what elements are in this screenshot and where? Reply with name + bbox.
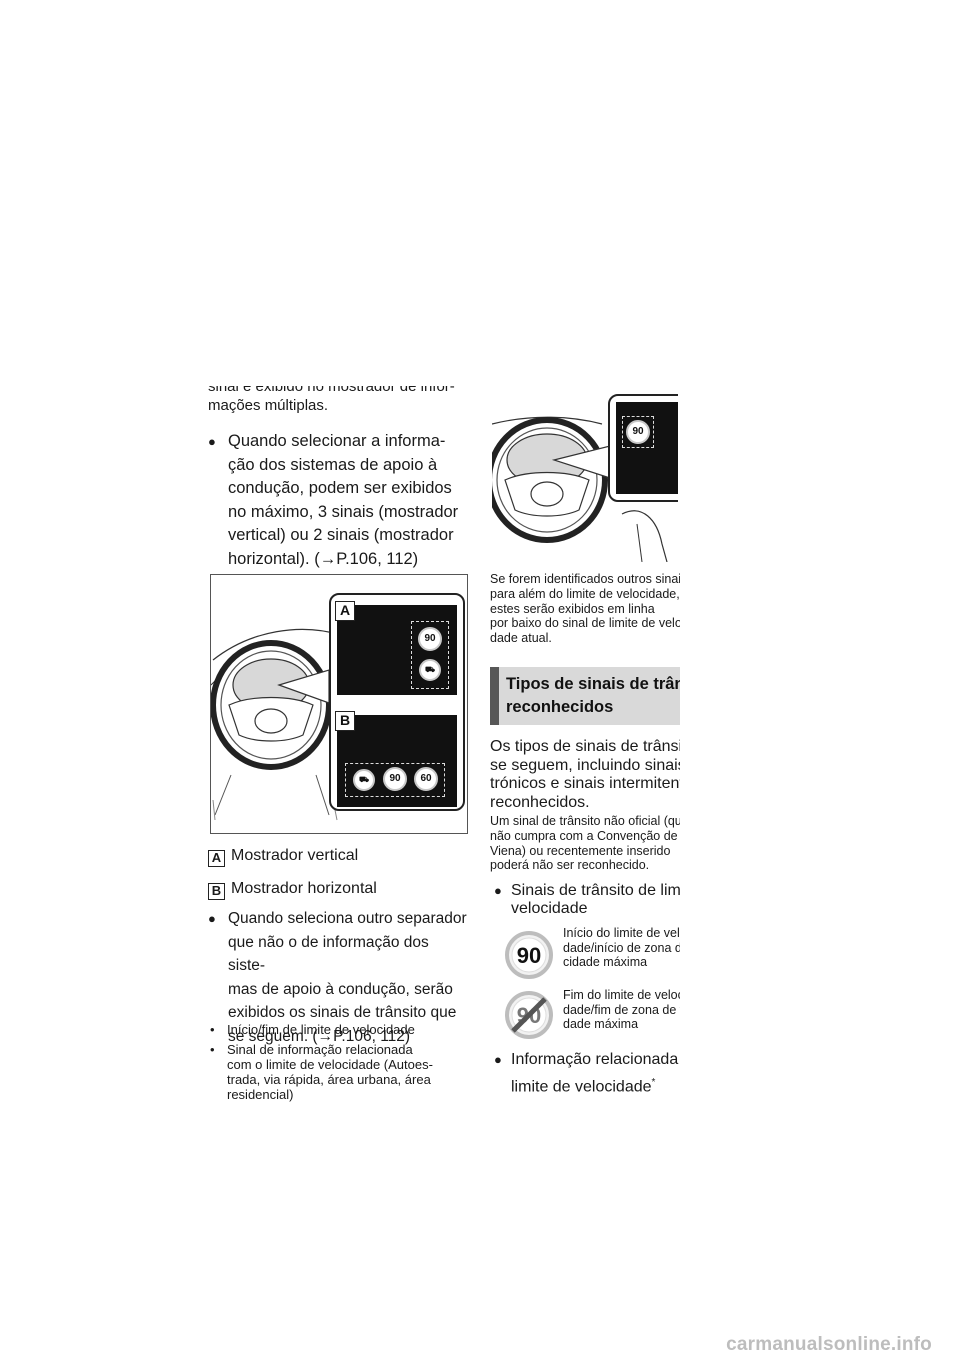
text-line: Quando selecionar a informa- <box>228 432 446 450</box>
bullet-icon: ● <box>494 883 502 898</box>
section-heading: Tipos de sinais de trânsito reconhecidos <box>490 667 680 725</box>
sign-description: Início do limite de veloci- dade/início … <box>563 926 680 970</box>
vertical-display-screen <box>337 605 457 695</box>
sign-highlight <box>622 416 654 448</box>
text-line: cidade máxima <box>563 955 648 969</box>
text-line: Sinais de trânsito de limite de <box>511 882 680 899</box>
sign-row-end-limit: 90 Fim do limite de veloci- dade/fim de … <box>490 988 680 1048</box>
display-screen <box>616 402 678 494</box>
text-line: não cumpra com a Convenção de <box>490 828 678 843</box>
text-line: Sinal de informação relacionada <box>227 1042 413 1057</box>
legend-key: A <box>208 850 225 867</box>
text-line: Início/fim de limite de velocidade <box>227 1022 415 1037</box>
speed-limit-sign-icon: 90 <box>505 931 553 979</box>
list-item: • Início/fim de limite de velocidade <box>208 1022 470 1037</box>
legend-label: Mostrador horizontal <box>231 880 377 897</box>
text-line: dade máxima <box>563 1017 639 1031</box>
text-line: Viena) ou recentemente inserido <box>490 843 671 858</box>
list-item: • Sinal de informação relacionada com o … <box>208 1042 470 1102</box>
legend-horizontal: B Mostrador horizontal <box>208 879 470 900</box>
bullet-dot-icon: • <box>210 1042 215 1057</box>
watermark: carmanualsonline.info <box>726 1334 932 1355</box>
text-line: Fim do limite de veloci- <box>563 988 680 1002</box>
text-line: Um sinal de trânsito não oficial (que <box>490 814 680 828</box>
text-line: ção dos sistemas de apoio à <box>228 455 438 474</box>
speed-sign-90: 90 <box>418 627 442 651</box>
text-line: Se forem identificados outros sinais <box>490 572 680 586</box>
note-paragraph: Um sinal de trânsito não oficial (que nã… <box>490 814 680 873</box>
text-line: Quando seleciona outro separador <box>228 910 467 927</box>
cut-line-2: mações múltiplas. <box>208 397 329 414</box>
text-line: vertical) ou 2 sinais (mostrador <box>228 526 454 544</box>
text-line: se seguem. (→P.106, 112) <box>228 1027 411 1045</box>
sign-number: 90 <box>517 943 541 968</box>
text-line: para além do limite de velocidade, <box>490 586 680 601</box>
bullet-icon: ● <box>494 1052 502 1067</box>
legend-label: Mostrador vertical <box>231 847 359 864</box>
label-a: A <box>335 601 355 621</box>
steering-wheel-illustration <box>492 416 668 562</box>
section-title: Tipos de sinais de trânsito <box>506 675 680 693</box>
speed-sign-60: 60 <box>414 767 438 791</box>
figure-sign-display: 90 <box>492 394 678 562</box>
text-line: trónicos e sinais intermitentes, são <box>490 775 680 792</box>
end-speed-limit-sign-icon: 90 <box>505 991 553 1039</box>
legend-key: B <box>208 883 225 900</box>
figure-caption: Se forem identificados outros sinais par… <box>490 572 680 646</box>
figure-display-modes: 90 ⛟ ⛟ 90 60 A B <box>210 574 468 834</box>
sign-row-start-limit: 90 Início do limite de veloci- dade/iníc… <box>490 926 680 986</box>
text-line: horizontal). (→P.106, 112) <box>228 549 419 568</box>
legend-vertical: A Mostrador vertical <box>208 846 470 867</box>
text-line: limite de velocidade* <box>511 1071 680 1098</box>
footnote-marker: * <box>651 1077 656 1088</box>
horizontal-display-screen <box>337 715 457 807</box>
cut-line-1: sinal é exibido no mostrador de infor- <box>208 386 455 395</box>
text-line: Informação relacionada com o <box>511 1051 680 1068</box>
speed-sign-90: 90 <box>383 767 407 791</box>
text-line: dade/fim de zona de veloci- <box>563 1002 680 1017</box>
bullet-related-info: ● Informação relacionada com o limite de… <box>490 1048 680 1098</box>
text-line: dade/início de zona de velo- <box>563 940 680 955</box>
text-line: Início do limite de veloci- <box>563 926 680 940</box>
sign-highlight <box>345 763 445 797</box>
text-line: no máximo, 3 sinais (mostrador <box>228 502 459 521</box>
text-line: dade atual. <box>490 631 552 646</box>
text-line: limite de velocidade <box>511 1078 652 1096</box>
bullet-driving-support: ● Quando selecionar a informa- ção dos s… <box>208 430 470 571</box>
text-line: poderá não ser reconhecido. <box>490 858 650 873</box>
sign-highlight <box>411 621 449 689</box>
no-overtaking-icon: ⛟ <box>419 659 441 681</box>
bullet-other-tab: ● Quando seleciona outro separador que n… <box>208 907 470 1048</box>
text-line: trada, via rápida, área urbana, área <box>227 1072 431 1087</box>
continued-paragraph: sinal é exibido no mostrador de infor- m… <box>208 386 470 415</box>
text-line: condução, podem ser exibidos <box>228 479 452 497</box>
label-b: B <box>335 711 355 731</box>
speed-sign-90: 90 <box>626 420 650 444</box>
text-line: residencial) <box>227 1087 294 1102</box>
text-line: exibidos os sinais de trânsito que <box>228 1004 457 1021</box>
no-overtaking-icon: ⛟ <box>353 769 375 791</box>
intro-paragraph: Os tipos de sinais de trânsito que se se… <box>490 738 680 812</box>
text-line: reconhecidos. <box>490 793 590 811</box>
bullet-dot-icon: • <box>210 1022 215 1037</box>
sign-description: Fim do limite de veloci- dade/fim de zon… <box>563 988 680 1032</box>
bullet-icon: ● <box>208 434 216 449</box>
text-line: com o limite de velocidade (Autoes- <box>227 1057 433 1072</box>
text-line: que não o de informação dos siste- <box>228 933 429 975</box>
bullet-icon: ● <box>208 911 216 926</box>
text-line: estes serão exibidos em linha <box>490 601 655 616</box>
bullet-speed-limit-signs: ● Sinais de trânsito de limite de veloci… <box>490 882 680 918</box>
text-line: Os tipos de sinais de trânsito que <box>490 738 680 755</box>
text-line: velocidade <box>511 900 588 917</box>
section-title: reconhecidos <box>506 698 614 716</box>
text-line: se seguem, incluindo sinais elec- <box>490 756 680 774</box>
text-line: mas de apoio à condução, serão <box>228 980 453 998</box>
text-line: por baixo do sinal de limite de veloci- <box>490 616 680 631</box>
